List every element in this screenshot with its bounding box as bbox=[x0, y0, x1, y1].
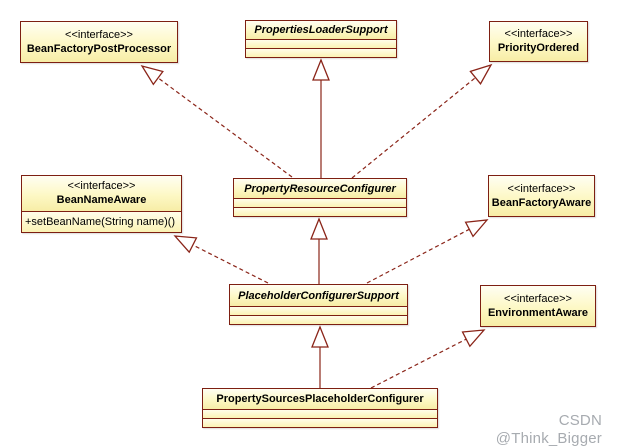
class-name: PropertyResourceConfigurer bbox=[244, 182, 396, 195]
class-name: PriorityOrdered bbox=[497, 42, 580, 54]
class-name: BeanFactoryPostProcessor bbox=[26, 42, 172, 55]
class-box-propertiesloadersupport: PropertiesLoaderSupport bbox=[245, 20, 397, 58]
method-signature: +setBeanName(String name)() bbox=[25, 215, 176, 228]
class-box-propertyresourceconfigurer: PropertyResourceConfigurer bbox=[233, 178, 407, 217]
methods-compartment: +setBeanName(String name)() bbox=[22, 211, 181, 232]
edge-realization-placeholderconfigurersupport-beannameaware bbox=[173, 235, 269, 284]
edge-realization-placeholderconfigurersupport-beanfactoryaware bbox=[366, 219, 489, 284]
attributes-compartment bbox=[234, 198, 406, 207]
methods-compartment bbox=[234, 207, 406, 216]
class-name: BeanNameAware bbox=[56, 194, 147, 206]
class-name: PropertiesLoaderSupport bbox=[254, 24, 388, 36]
class-box-environmentaware: <<interface>> EnvironmentAware bbox=[480, 285, 596, 327]
methods-compartment bbox=[246, 48, 396, 57]
class-name: EnvironmentAware bbox=[487, 306, 589, 319]
class-box-priorityordered: <<interface>> PriorityOrdered bbox=[489, 21, 588, 62]
attributes-compartment bbox=[246, 39, 396, 48]
class-name: PropertySourcesPlaceholderConfigurer bbox=[216, 393, 424, 405]
class-box-beanfactoryaware: <<interface>> BeanFactoryAware bbox=[488, 175, 595, 217]
edge-realization-propertysourcesplaceholderconfigurer-environmentaware bbox=[370, 329, 486, 389]
class-box-beanfactorypostprocessor: <<interface>> BeanFactoryPostProcessor bbox=[20, 21, 178, 63]
edge-realization-propertyresourceconfigurer-beanfactorypostprocessor bbox=[140, 64, 293, 178]
attributes-compartment bbox=[230, 306, 407, 315]
class-box-beannameaware: <<interface>> BeanNameAware +setBeanName… bbox=[21, 175, 182, 233]
methods-compartment bbox=[230, 315, 407, 324]
methods-compartment bbox=[203, 418, 437, 427]
stereotype-label: <<interface>> bbox=[507, 182, 576, 195]
class-box-placeholderconfigurersupport: PlaceholderConfigurerSupport bbox=[229, 284, 408, 325]
class-name: PlaceholderConfigurerSupport bbox=[238, 289, 399, 302]
class-name: BeanFactoryAware bbox=[491, 196, 592, 209]
class-box-propertysourcesplaceholderconfigurer: PropertySourcesPlaceholderConfigurer bbox=[202, 388, 438, 428]
stereotype-label: <<interface>> bbox=[67, 180, 136, 192]
stereotype-label: <<interface>> bbox=[504, 292, 572, 305]
attributes-compartment bbox=[203, 409, 437, 418]
stereotype-label: <<interface>> bbox=[65, 28, 133, 41]
csdn-watermark: CSDN @Think_Bigger bbox=[495, 412, 602, 446]
edge-realization-propertyresourceconfigurer-priorityordered bbox=[351, 63, 493, 179]
stereotype-label: <<interface>> bbox=[504, 28, 573, 40]
